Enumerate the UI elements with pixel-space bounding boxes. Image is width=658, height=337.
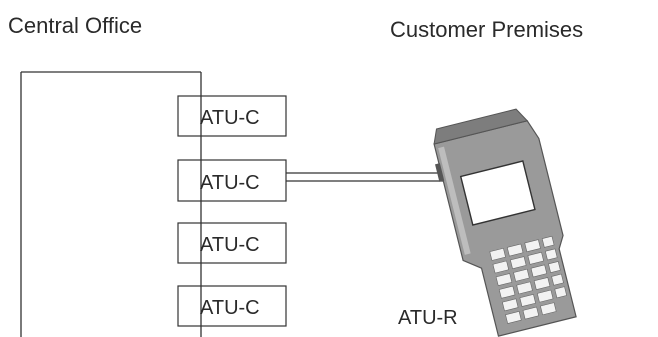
atu-c-label: ATU-C xyxy=(200,234,260,256)
subscriber-line xyxy=(286,173,452,181)
atu-c-module: ATU-C xyxy=(178,286,286,326)
atu-r-handheld-device xyxy=(427,105,583,337)
atu-r-label: ATU-R xyxy=(398,307,458,330)
atu-c-module: ATU-C xyxy=(178,160,286,201)
atu-c-module: ATU-C xyxy=(178,223,286,263)
atu-c-label: ATU-C xyxy=(200,107,260,129)
atu-c-module: ATU-C xyxy=(178,96,286,136)
atu-c-label: ATU-C xyxy=(200,297,260,319)
atu-c-label: ATU-C xyxy=(200,172,260,194)
central-office-rack xyxy=(21,72,201,337)
